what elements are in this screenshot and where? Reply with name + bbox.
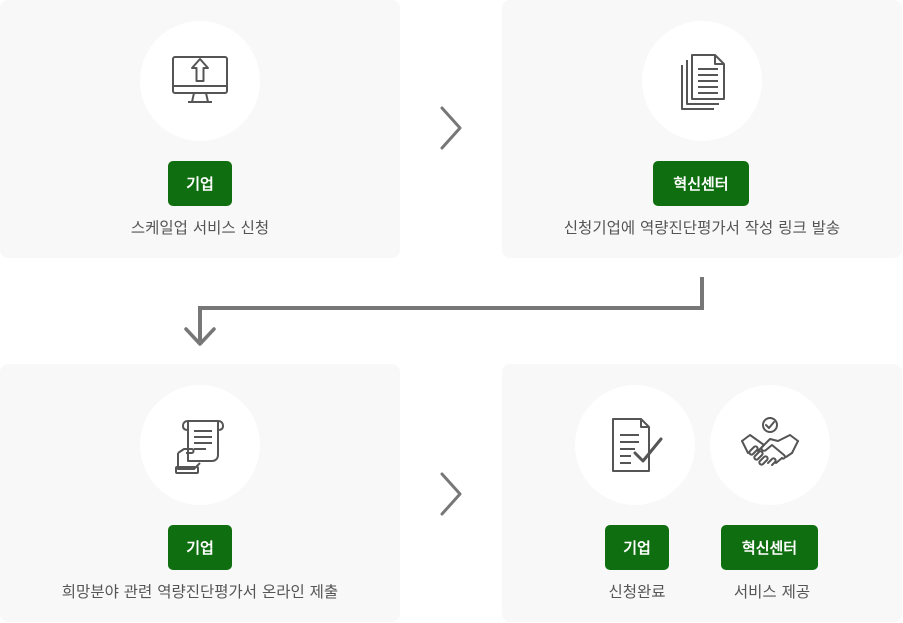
actor-badge: 혁신센터 — [653, 161, 749, 206]
step-description-left: 신청완료 — [608, 583, 666, 601]
step-description: 희망분야 관련 역량진단평가서 온라인 제출 — [61, 583, 339, 601]
actor-badge-right: 혁신센터 — [721, 525, 818, 570]
step-card-complete: 기업 혁신센터 신청완료 서비스 제공 — [502, 364, 902, 622]
step-description-right: 서비스 제공 — [733, 583, 811, 601]
document-check-icon — [612, 418, 663, 472]
actor-badge: 기업 — [168, 525, 232, 570]
chevron-right-icon — [440, 106, 462, 150]
icon-circle — [642, 21, 762, 141]
elbow-down-arrow-icon — [184, 277, 704, 346]
icon-circle-right — [710, 385, 830, 505]
step-card-submit: 기업 희망분야 관련 역량진단평가서 온라인 제출 — [0, 364, 400, 622]
monitor-upload-icon — [172, 56, 228, 103]
step-description: 신청기업에 역량진단평가서 작성 링크 발송 — [563, 219, 841, 237]
documents-icon — [681, 54, 725, 110]
step-card-send-link: 혁신센터 신청기업에 역량진단평가서 작성 링크 발송 — [502, 0, 902, 258]
handshake-icon — [741, 417, 799, 466]
icon-circle — [140, 21, 260, 141]
icon-circle — [140, 385, 260, 505]
actor-badge: 기업 — [168, 161, 232, 206]
scroll-hand-icon — [175, 420, 224, 474]
icon-circle-left — [575, 385, 695, 505]
chevron-right-icon — [440, 472, 462, 516]
actor-badge-left: 기업 — [605, 525, 669, 570]
step-card-apply: 기업 스케일업 서비스 신청 — [0, 0, 400, 258]
step-description: 스케일업 서비스 신청 — [130, 219, 270, 237]
